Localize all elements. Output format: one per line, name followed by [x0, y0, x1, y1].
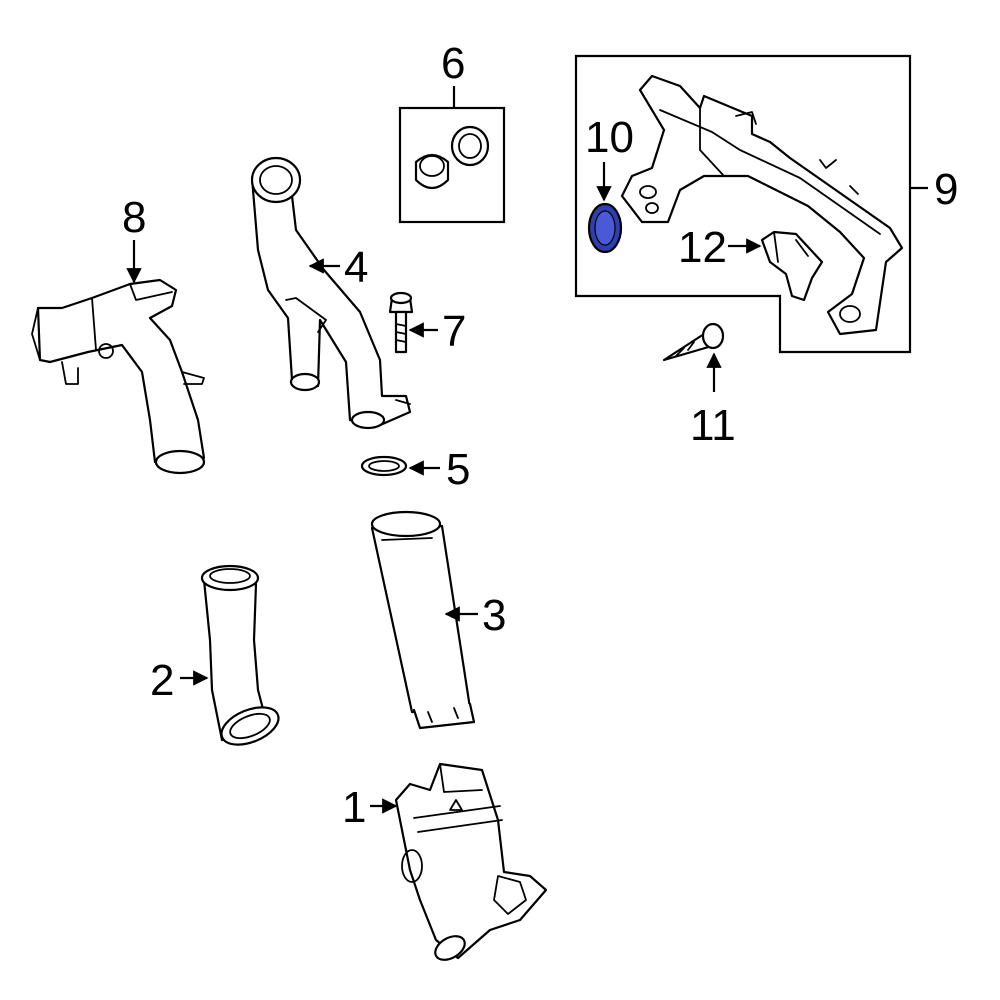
callout-11: 11: [690, 401, 736, 450]
part-8-water-outlet[interactable]: [31, 278, 206, 475]
callout-12: 12: [678, 223, 727, 272]
part-10-seal-highlighted[interactable]: [587, 202, 623, 254]
callout-3: 3: [482, 591, 506, 640]
part-7-bolt[interactable]: [388, 291, 414, 354]
group-9-box: [574, 54, 912, 354]
callout-6: 6: [441, 39, 465, 88]
part-2-curved-hose[interactable]: [200, 564, 284, 752]
callout-1: 1: [342, 783, 366, 832]
callout-7: 7: [442, 307, 466, 356]
callout-10: 10: [585, 113, 634, 162]
callout-5: 5: [446, 445, 470, 494]
callout-2: 2: [150, 656, 174, 705]
part-12-temp-sensor[interactable]: [760, 230, 824, 302]
part-6-seal-kit[interactable]: [398, 106, 506, 224]
part-9-water-pipe[interactable]: [620, 74, 904, 336]
callout-4: 4: [344, 243, 368, 292]
callout-8: 8: [122, 193, 146, 242]
part-4-coolant-tube[interactable]: [250, 156, 412, 430]
part-5-o-ring[interactable]: [360, 455, 408, 477]
part-11-screw[interactable]: [662, 322, 725, 362]
callout-9: 9: [934, 165, 958, 214]
part-1-thermostat-housing[interactable]: [394, 762, 548, 965]
part-3-straight-hose[interactable]: [370, 510, 476, 730]
